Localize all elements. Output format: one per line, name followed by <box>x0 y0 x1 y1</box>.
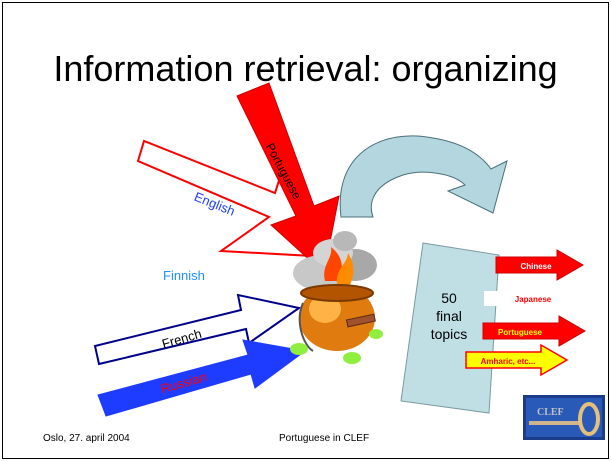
amharic-arrow: Amharic, etc... <box>465 343 569 377</box>
topics-count: 50 <box>441 290 457 306</box>
amharic-label: Amharic, etc... <box>481 357 536 366</box>
russian-arrow: Russian <box>97 339 307 417</box>
slide-title: Information retrieval: organizing <box>53 48 558 89</box>
portuguese-output-label: Portuguese <box>498 328 543 337</box>
clef-logo: CLEF <box>523 395 605 440</box>
japanese-item: Japanese <box>484 291 554 306</box>
portuguese-output-arrow: Portuguese <box>482 315 587 347</box>
footer-title: Portuguese in CLEF <box>279 433 370 444</box>
curved-arrow <box>339 135 508 218</box>
finnish-label: Finnish <box>163 268 205 283</box>
topics-box <box>400 242 500 414</box>
topics-box-text: 50 final topics <box>414 289 484 343</box>
chinese-arrow: Chinese <box>495 249 585 281</box>
topics-line3: topics <box>430 326 468 342</box>
topics-line2: final <box>436 308 462 324</box>
chinese-label: Chinese <box>520 262 552 271</box>
japanese-label: Japanese <box>515 295 552 304</box>
footer-date: Oslo, 27. april 2004 <box>43 433 130 444</box>
diagram: English Portuguese Finnish French Russia… <box>93 82 605 440</box>
clef-logo-text: CLEF <box>537 407 564 418</box>
cauldron-illustration <box>290 231 383 364</box>
